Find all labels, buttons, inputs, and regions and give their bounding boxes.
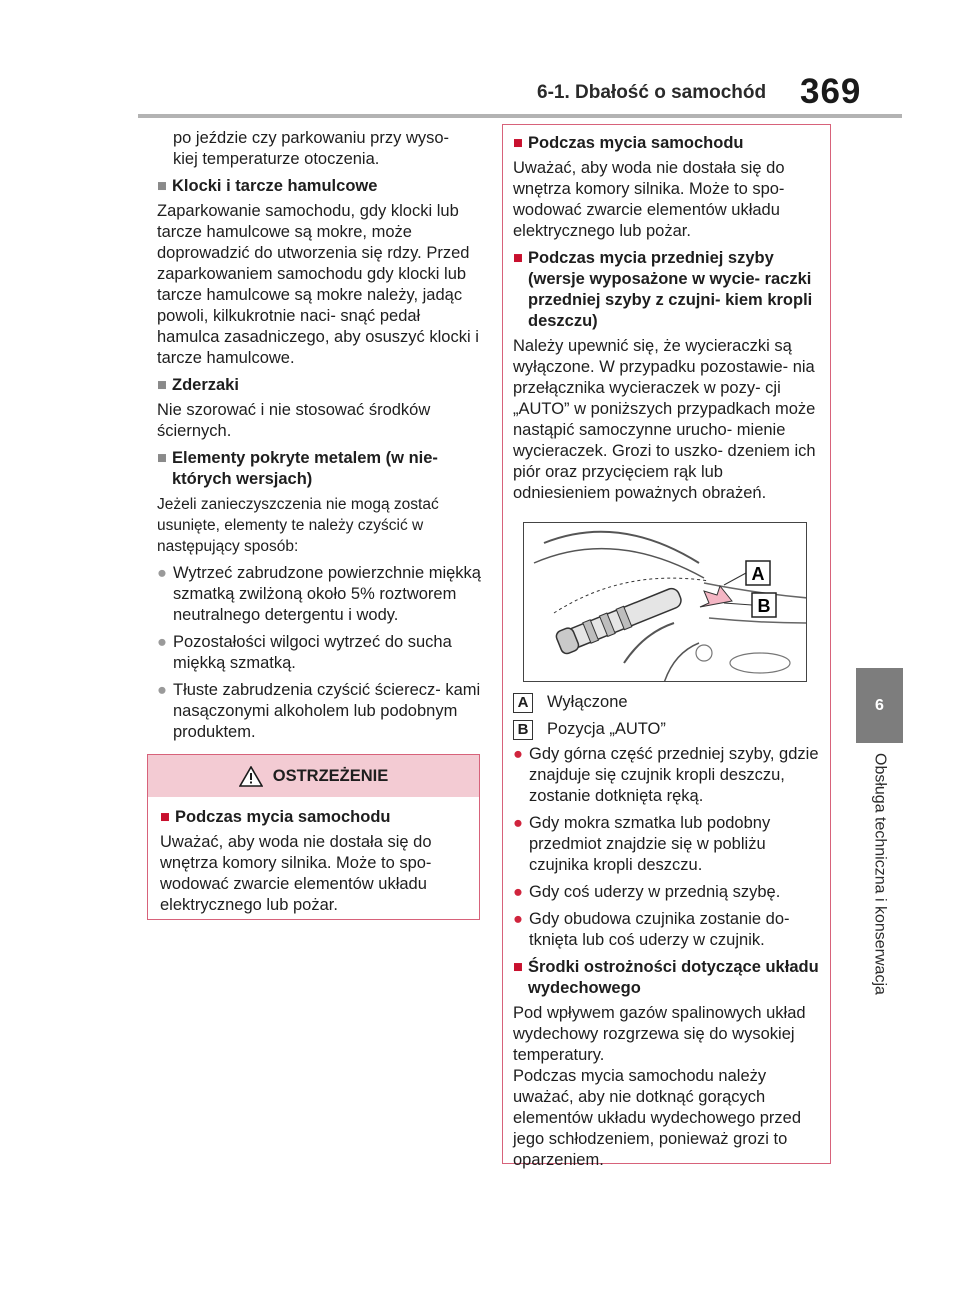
chapter-tab: 6 xyxy=(856,668,903,743)
chapter-label-container: Obsługa techniczna i konserwacja xyxy=(856,753,903,1023)
warning-title: OSTRZEŻENIE xyxy=(272,766,389,785)
list-item: ● Gdy coś uderzy w przednią szybę. xyxy=(513,883,781,901)
bumpers-heading: ■ Zderzaki xyxy=(157,376,239,394)
chapter-number: 6 xyxy=(875,696,884,714)
chapter-label: Obsługa techniczna i konserwacja xyxy=(871,753,889,995)
circle-bullet-icon: ● xyxy=(513,745,523,763)
legend-key-a: A xyxy=(513,692,533,713)
circle-bullet-icon: ● xyxy=(513,814,523,832)
legend-item-b: B Pozycja „AUTO” xyxy=(513,719,824,740)
square-bullet-icon: ■ xyxy=(160,808,170,826)
intro-line-1: po jeździe czy parkowaniu przy wyso- xyxy=(173,129,450,147)
circle-bullet-icon: ● xyxy=(513,910,523,928)
exhaust-body-2: Podczas mycia samochodu należy uważać, a… xyxy=(513,1067,802,1169)
intro-line-2: kiej temperaturze otoczenia. xyxy=(173,150,380,168)
list-item: ● Gdy mokra szmatka lub podobny przedmio… xyxy=(513,814,771,874)
right-caution-box: ■ Podczas mycia samochodu Uważać, aby wo… xyxy=(502,124,831,1169)
list-item: ● Gdy górna część przedniej szyby, gdzie… xyxy=(513,745,819,805)
legend-text-b: Pozycja „AUTO” xyxy=(547,720,666,738)
circle-bullet-icon: ● xyxy=(157,564,167,582)
warning-text: Uważać, aby woda nie dostała się do wnęt… xyxy=(160,833,432,914)
list-item: ● Pozostałości wilgoci wytrzeć do sucha … xyxy=(157,633,452,672)
square-bullet-icon: ■ xyxy=(513,134,523,152)
list-item: ● Gdy obudowa czujnika zostanie do- tkni… xyxy=(513,910,790,949)
brakes-heading: ■ Klocki i tarcze hamulcowe xyxy=(157,177,378,195)
warning-triangle-icon xyxy=(238,765,263,787)
square-bullet-icon: ■ xyxy=(157,177,167,195)
circle-bullet-icon: ● xyxy=(513,883,523,901)
figure-label-b: B xyxy=(758,596,771,616)
warning-box: OSTRZEŻENIE ■ Podczas mycia samochodu Uw… xyxy=(147,754,480,920)
square-bullet-icon: ■ xyxy=(157,449,167,467)
legend-text-a: Wyłączone xyxy=(547,693,628,711)
legend-item-a: A Wyłączone xyxy=(513,692,824,713)
square-bullet-icon: ■ xyxy=(513,958,523,976)
legend-key-b: B xyxy=(513,719,533,740)
list-item: ● Wytrzeć zabrudzone powierzchnie miękką… xyxy=(157,564,481,624)
square-bullet-icon: ■ xyxy=(513,249,523,267)
list-item: ● Tłuste zabrudzenia czyścić ścierecz- k… xyxy=(157,681,481,741)
bumpers-body: Nie szorować i nie stosować środków ście… xyxy=(157,401,431,440)
wash-body: Uważać, aby woda nie dostała się do wnęt… xyxy=(513,159,785,240)
warning-body: ■ Podczas mycia samochodu Uważać, aby wo… xyxy=(148,797,479,916)
circle-bullet-icon: ● xyxy=(157,681,167,699)
brakes-body: Zaparkowanie samochodu, gdy klocki lub t… xyxy=(157,202,479,367)
page-number: 369 xyxy=(800,72,862,111)
exhaust-heading: ■ Środki ostrożności dotyczące układu wy… xyxy=(513,958,819,997)
warning-header: OSTRZEŻENIE xyxy=(148,755,479,797)
circle-bullet-icon: ● xyxy=(157,633,167,651)
header-divider xyxy=(138,114,902,118)
left-column: po jeździe czy parkowaniu przy wyso- kie… xyxy=(157,128,485,749)
wash-heading: ■ Podczas mycia samochodu xyxy=(513,134,744,152)
wiper-lever-drawing: A B xyxy=(533,530,806,681)
warning-subheading: ■ Podczas mycia samochodu xyxy=(160,808,391,826)
wiper-switch-illustration: A B xyxy=(523,522,807,682)
metal-heading: ■ Elementy pokryte metalem (w nie- który… xyxy=(157,449,438,488)
windshield-heading: ■ Podczas mycia przedniej szyby (wersje … xyxy=(513,249,813,330)
section-title: 6-1. Dbałość o samochód xyxy=(537,82,767,103)
windshield-body: Należy upewnić się, że wycieraczki są wy… xyxy=(513,337,816,502)
metal-body: Jeżeli zanieczyszczenia nie mogą zostać … xyxy=(157,496,439,555)
square-bullet-icon: ■ xyxy=(157,376,167,394)
exhaust-body-1: Pod wpływem gazów spalinowych układ wyde… xyxy=(513,1004,806,1064)
figure-label-a: A xyxy=(752,564,765,584)
